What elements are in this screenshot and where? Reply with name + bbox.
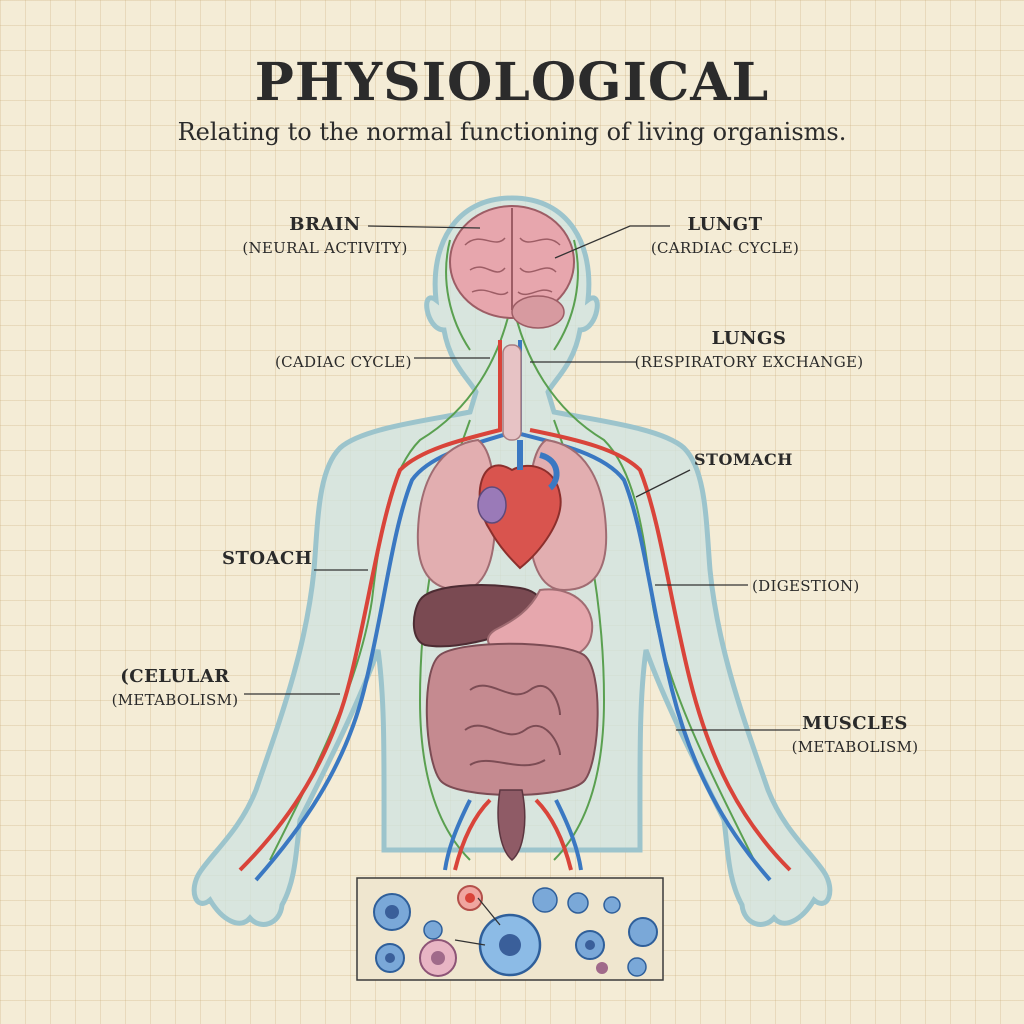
label-celular-head: (CELULAR — [120, 666, 230, 687]
label-lungs-head: LUNGS — [711, 328, 787, 349]
label-stoach-head: STOACH — [222, 548, 313, 569]
label-muscles: MUSCLES (METABOLISM) — [786, 713, 924, 756]
page-title: PHYSIOLOGICAL — [254, 52, 770, 113]
label-stomach: STOMACH — [694, 450, 793, 469]
label-celular-sub: (METABOLISM) — [111, 691, 239, 709]
label-cadiac-sub: (CADIAC CYCLE) — [275, 353, 412, 371]
heart — [477, 440, 562, 570]
label-cadiac: (CADIAC CYCLE) — [275, 349, 412, 371]
artery-network — [238, 340, 792, 872]
label-muscles-head: MUSCLES — [802, 713, 908, 734]
intestines — [425, 642, 599, 861]
label-celular: (CELULAR (METABOLISM) — [105, 666, 245, 709]
page-subtitle: Relating to the normal functioning of li… — [177, 118, 847, 146]
label-lungs-sub: (RESPIRATORY EXCHANGE) — [634, 353, 864, 371]
label-lungt: LUNGT (CARDIAC CYCLE) — [640, 214, 810, 257]
label-digestion: (DIGESTION) — [752, 573, 860, 595]
leader-lines — [244, 225, 800, 731]
label-muscles-sub: (METABOLISM) — [791, 738, 919, 756]
trachea — [502, 344, 522, 441]
brain — [449, 205, 575, 329]
label-brain-head: BRAIN — [289, 214, 361, 235]
label-digestion-sub: (DIGESTION) — [752, 577, 860, 595]
label-stoach: STOACH — [222, 548, 312, 569]
cell-inset — [356, 877, 664, 981]
label-stomach-head: STOMACH — [694, 450, 793, 469]
label-brain: BRAIN (NEURAL ACTIVITY) — [230, 214, 420, 257]
label-lungs: LUNGS (RESPIRATORY EXCHANGE) — [634, 328, 864, 371]
label-lungt-head: LUNGT — [687, 214, 763, 235]
label-lungt-sub: (CARDIAC CYCLE) — [650, 239, 800, 257]
label-brain-sub: (NEURAL ACTIVITY) — [242, 239, 408, 257]
